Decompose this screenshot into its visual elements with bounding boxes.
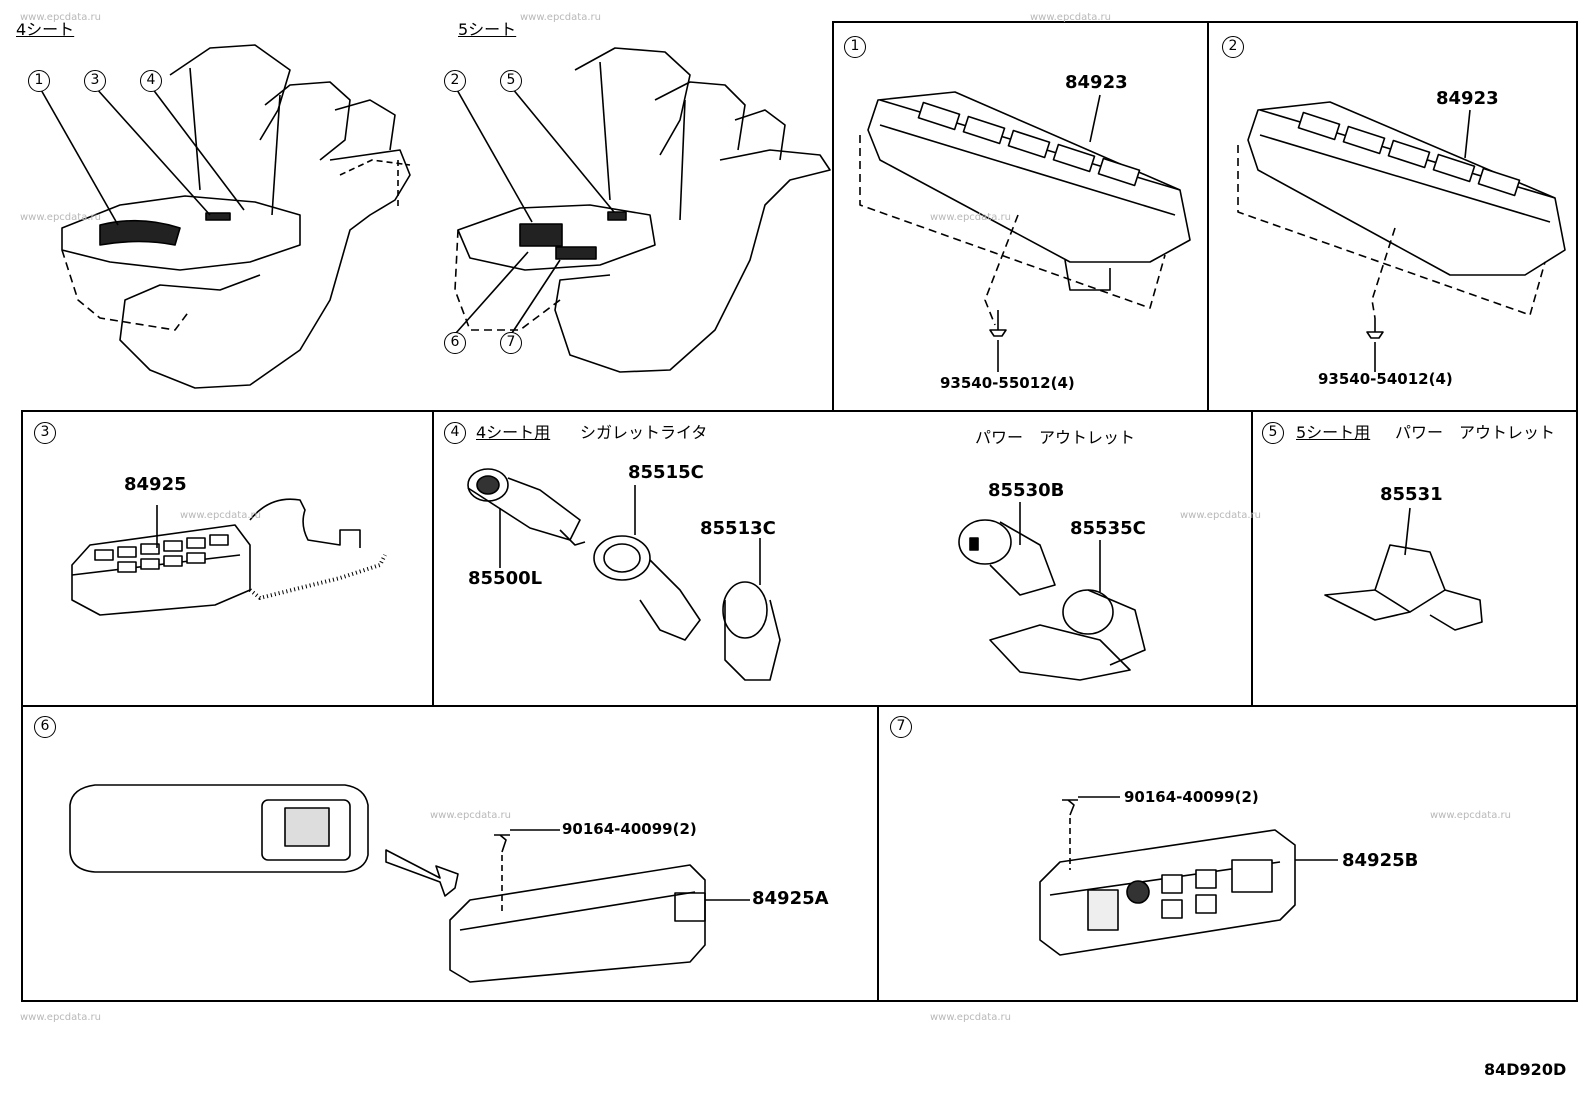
- panel5-outlet: [1324, 507, 1483, 631]
- part-85530B: 85530B: [988, 480, 1065, 501]
- callout-5: 5: [500, 70, 522, 92]
- panel2-part-number: 84923: [1436, 88, 1499, 109]
- watermark: www.epcdata.ru: [520, 12, 601, 23]
- panel5-part-number: 85531: [1380, 484, 1443, 505]
- callout-7: 7: [500, 332, 522, 354]
- panel1-switch-unit: [859, 91, 1191, 372]
- panel5-variant: 5シート用: [1296, 423, 1371, 442]
- panel4-power-title: パワー アウトレット: [975, 428, 1136, 447]
- diagram-code: 84D920D: [1484, 1060, 1567, 1079]
- watermark: www.epcdata.ru: [930, 1012, 1011, 1023]
- panel7-number: 7: [890, 716, 912, 738]
- panel5-number: 5: [1262, 422, 1284, 444]
- watermark: www.epcdata.ru: [1430, 810, 1511, 821]
- panel6-number: 6: [34, 716, 56, 738]
- panel4-variant: 4シート用: [476, 423, 551, 442]
- panel3-part-number: 84925: [124, 474, 187, 495]
- watermark: www.epcdata.ru: [930, 212, 1011, 223]
- watermark: www.epcdata.ru: [1030, 12, 1111, 23]
- part-85535C: 85535C: [1070, 518, 1146, 539]
- panel5-title: パワー アウトレット: [1395, 423, 1556, 442]
- seat5-illustration: [454, 47, 831, 373]
- part-85500L: 85500L: [468, 568, 543, 589]
- callout-6: 6: [444, 332, 466, 354]
- part-85513C: 85513C: [700, 518, 776, 539]
- panel1-part-number: 84923: [1065, 72, 1128, 93]
- watermark: www.epcdata.ru: [20, 1012, 101, 1023]
- panel1-screw-number: 93540-55012(4): [940, 374, 1075, 392]
- panel6-screw-number: 90164-40099(2): [562, 820, 697, 838]
- seat4-title: 4シート: [16, 20, 75, 39]
- panel1-number: 1: [844, 36, 866, 58]
- callout-2: 2: [444, 70, 466, 92]
- panel2-number: 2: [1222, 36, 1244, 58]
- panel2-screw-number: 93540-54012(4): [1318, 370, 1453, 388]
- panel3-remote: [71, 498, 387, 616]
- watermark: www.epcdata.ru: [180, 510, 261, 521]
- frame-middle: [21, 410, 1578, 707]
- panel4-parts: [467, 468, 1146, 681]
- seat4-illustration: [39, 44, 411, 389]
- panel7-switch: [1039, 796, 1338, 956]
- watermark: www.epcdata.ru: [1180, 510, 1261, 521]
- panel6-armrest: [69, 784, 750, 983]
- callout-3: 3: [84, 70, 106, 92]
- panel2-switch-unit: [1237, 101, 1566, 372]
- part-85515C: 85515C: [628, 462, 704, 483]
- panel3-number: 3: [34, 422, 56, 444]
- callout-1: 1: [28, 70, 50, 92]
- panel4-number: 4: [444, 422, 466, 444]
- watermark: www.epcdata.ru: [20, 212, 101, 223]
- frame-bottom: [21, 705, 1578, 1002]
- panel7-screw-number: 90164-40099(2): [1124, 788, 1259, 806]
- watermark: www.epcdata.ru: [20, 12, 101, 23]
- seat5-title: 5シート: [458, 20, 517, 39]
- panel6-part-number: 84925A: [752, 888, 829, 909]
- watermark: www.epcdata.ru: [430, 810, 511, 821]
- panel4-cig-title: シガレットライタ: [580, 423, 708, 442]
- panel7-part-number: 84925B: [1342, 850, 1419, 871]
- callout-4: 4: [140, 70, 162, 92]
